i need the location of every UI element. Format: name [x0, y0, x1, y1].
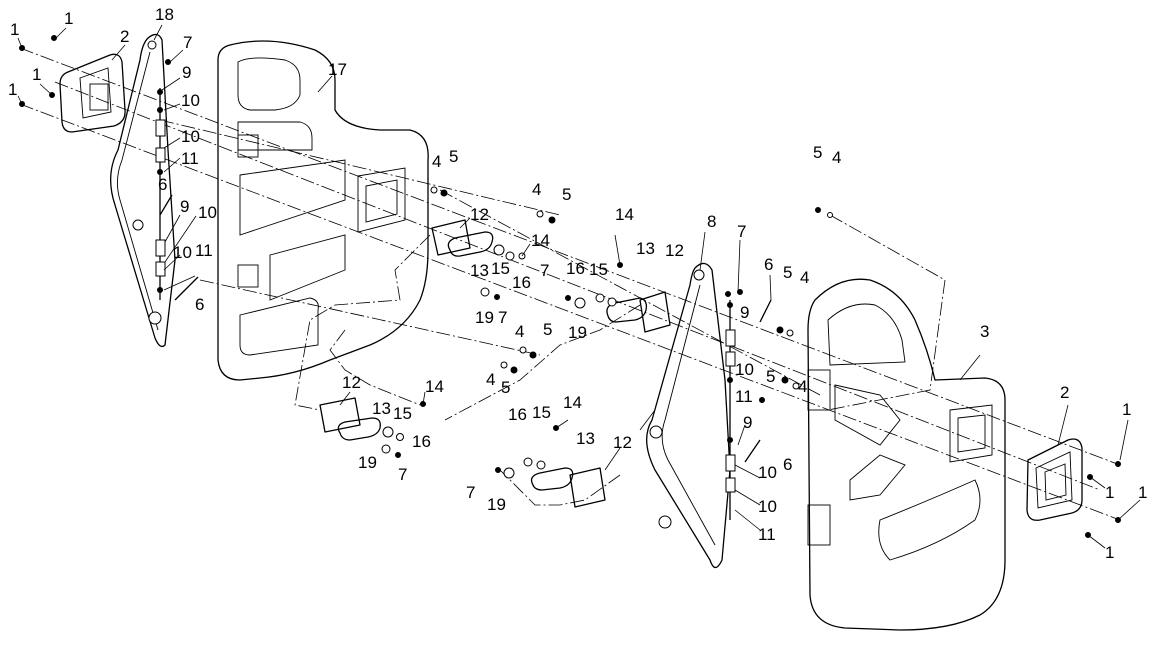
label-5: 5: [813, 143, 822, 162]
part-17-left-seat-panel: [217, 40, 429, 381]
label-14: 14: [563, 393, 582, 412]
label-1: 1: [1138, 483, 1147, 502]
label-5: 5: [766, 367, 775, 386]
loose-hardware: [19, 35, 1121, 538]
label-11: 11: [195, 241, 213, 260]
label-15: 15: [491, 259, 510, 278]
label-5: 5: [543, 320, 552, 339]
label-1: 1: [1105, 483, 1114, 502]
part-2-left-mounting-plate: [59, 53, 126, 133]
label-4: 4: [798, 377, 807, 396]
label-18: 18: [155, 5, 174, 24]
label-1: 1: [32, 65, 41, 84]
label-16: 16: [508, 405, 527, 424]
label-5: 5: [501, 378, 510, 397]
label-12: 12: [665, 241, 684, 260]
label-19: 19: [487, 495, 506, 514]
label-14: 14: [531, 231, 550, 250]
label-5: 5: [449, 147, 458, 166]
label-11: 11: [181, 149, 199, 168]
label-19: 19: [568, 323, 587, 342]
label-4: 4: [515, 322, 524, 341]
hinge-group-upper-right: [565, 262, 671, 333]
label-15: 15: [532, 403, 551, 422]
label-10: 10: [758, 497, 777, 516]
label-17: 17: [328, 60, 347, 79]
label-16: 16: [566, 259, 585, 278]
label-6: 6: [195, 295, 204, 314]
label-7: 7: [398, 465, 407, 484]
label-13: 13: [636, 239, 655, 258]
label-4: 4: [486, 370, 495, 389]
label-4: 4: [800, 268, 809, 287]
callout-labels: 1 1 1 1 2 18 7 9 10 10 11 6 9 10 10 11 6…: [8, 5, 1147, 562]
part-8-right-bracket: [646, 262, 736, 569]
label-4: 4: [832, 148, 841, 167]
label-5: 5: [783, 263, 792, 282]
label-9: 9: [180, 197, 189, 216]
label-14: 14: [615, 205, 634, 224]
label-12: 12: [342, 373, 361, 392]
label-1: 1: [1105, 543, 1114, 562]
label-10: 10: [735, 360, 754, 379]
label-4: 4: [432, 152, 441, 171]
label-19: 19: [475, 308, 494, 327]
label-12: 12: [470, 205, 489, 224]
label-1: 1: [64, 9, 73, 28]
label-1: 1: [1122, 400, 1131, 419]
label-13: 13: [372, 399, 391, 418]
label-11: 11: [758, 525, 776, 544]
part-18-left-bracket: [110, 33, 176, 348]
label-3: 3: [980, 322, 989, 341]
label-11: 11: [735, 387, 753, 406]
label-16: 16: [512, 273, 531, 292]
hinge-group-upper-left: [431, 219, 526, 300]
label-10: 10: [181, 127, 200, 146]
label-9: 9: [182, 63, 191, 82]
leader-lines: [17, 24, 1141, 549]
label-1: 1: [8, 80, 17, 99]
label-6: 6: [158, 175, 167, 194]
part-2-right-mounting-plate: [1026, 438, 1083, 521]
label-10: 10: [198, 203, 217, 222]
label-13: 13: [576, 429, 595, 448]
label-2: 2: [120, 27, 129, 46]
label-9: 9: [743, 413, 752, 432]
label-6: 6: [764, 255, 773, 274]
part-3-right-seat-panel: [807, 278, 1006, 631]
label-16: 16: [412, 432, 431, 451]
label-13: 13: [470, 261, 489, 280]
label-15: 15: [589, 260, 608, 279]
label-10: 10: [181, 91, 200, 110]
label-12: 12: [613, 433, 632, 452]
label-15: 15: [393, 404, 412, 423]
label-19: 19: [358, 453, 377, 472]
label-9: 9: [740, 303, 749, 322]
label-14: 14: [425, 377, 444, 396]
label-7: 7: [737, 222, 746, 241]
label-10: 10: [173, 243, 192, 262]
label-7: 7: [466, 483, 475, 502]
label-2: 2: [1060, 383, 1069, 402]
label-7: 7: [498, 308, 507, 327]
label-8: 8: [707, 212, 716, 231]
label-4: 4: [532, 180, 541, 199]
label-7: 7: [183, 33, 192, 52]
label-1: 1: [10, 20, 19, 39]
label-7: 7: [540, 261, 549, 280]
label-10: 10: [758, 463, 777, 482]
label-5: 5: [562, 185, 571, 204]
label-6: 6: [783, 455, 792, 474]
assembly-axis-lines: [19, 47, 1121, 521]
